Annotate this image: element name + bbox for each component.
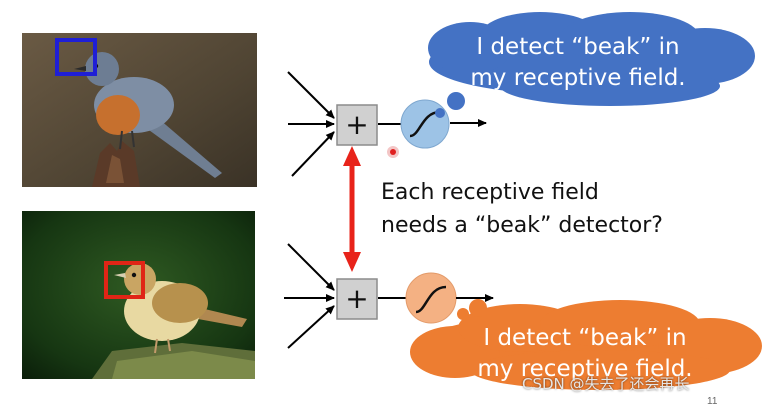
speech-cloud-top — [428, 12, 755, 118]
bird-photo-bottom — [22, 211, 255, 379]
adder-plus-top: + — [345, 108, 368, 141]
cloud-bottom-line1: I detect “beak” in — [483, 325, 687, 351]
cloud-top-line2: my receptive field. — [470, 65, 686, 91]
double-arrow-head-up — [343, 146, 361, 166]
adder-plus-bottom: + — [345, 282, 368, 315]
beak-region-box-top — [55, 38, 97, 76]
question-line1: Each receptive field — [381, 180, 599, 205]
question-line2: needs a “beak” detector? — [381, 213, 663, 238]
beak-region-box-bottom — [104, 261, 145, 299]
slide-page-number: 11 — [707, 396, 718, 407]
adder-box-top — [336, 104, 378, 146]
watermark: CSDN @失去了还会再长 — [522, 375, 690, 393]
cloud-text-top: I detect “beak” in my receptive field. — [438, 32, 718, 94]
double-arrow-head-down — [343, 252, 361, 272]
cloud-top-line1: I detect “beak” in — [476, 34, 680, 60]
question-text: Each receptive field needs a “beak” dete… — [381, 176, 741, 242]
activation-neuron-top — [400, 99, 450, 149]
input-arrows-bottom — [284, 243, 335, 349]
cloud-bottom-line2: my receptive field. — [477, 356, 693, 382]
bird-photo-top — [22, 33, 257, 187]
cloud-text-bottom: I detect “beak” in my receptive field. — [440, 323, 730, 385]
adder-box-bottom — [336, 278, 378, 320]
speech-cloud-bottom — [410, 299, 762, 390]
pointer-dot — [390, 149, 396, 155]
input-arrows-top — [287, 71, 335, 177]
activation-neuron-bottom — [405, 272, 457, 324]
sigmoid-curve-bottom — [415, 285, 447, 314]
